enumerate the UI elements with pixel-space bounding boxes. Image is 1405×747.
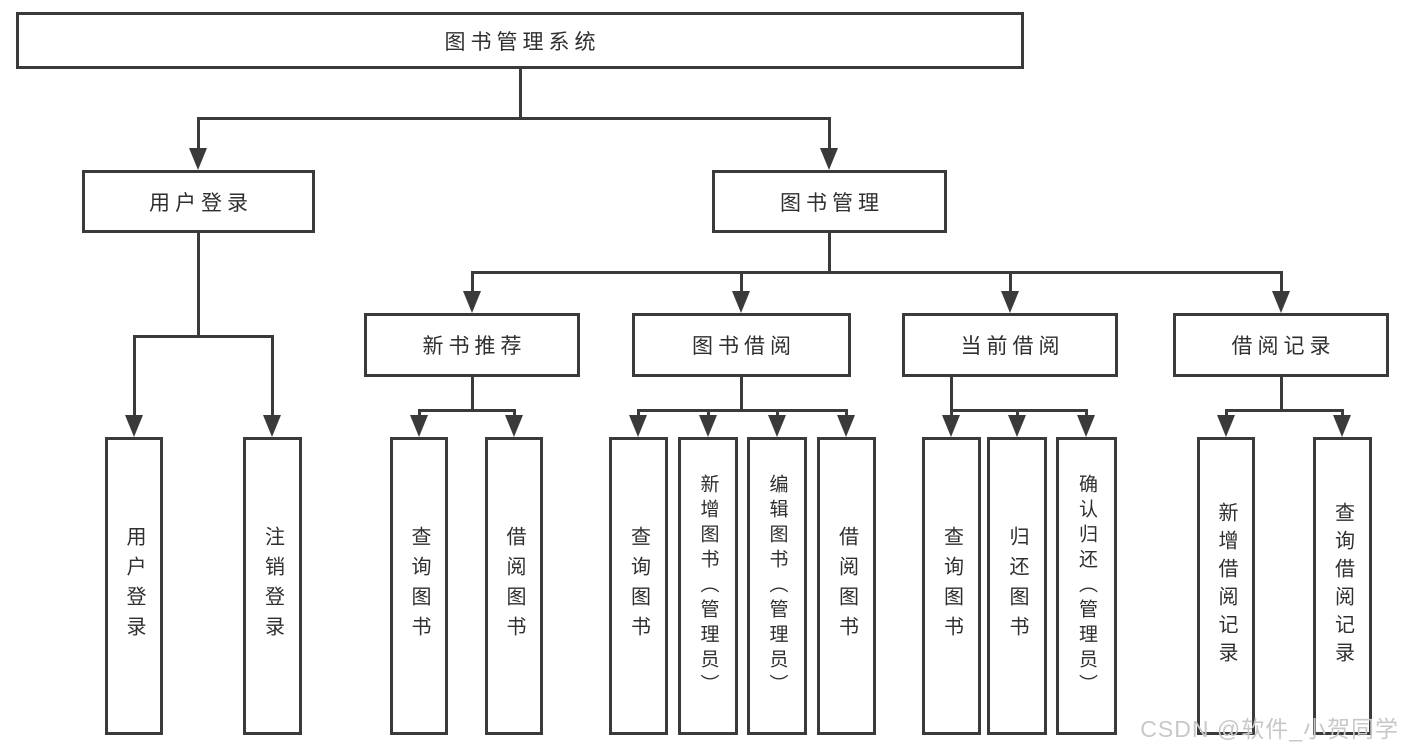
connector-line: [828, 117, 831, 150]
node-label: 查询图书: [627, 526, 650, 646]
leaf-query-borrow-record: 查询借阅记录: [1313, 437, 1372, 735]
leaf-borrow-books-recommend: 借阅图书: [485, 437, 543, 735]
csdn-watermark: CSDN @软件_小贺同学: [1140, 716, 1399, 742]
leaf-return-books: 归还图书: [987, 437, 1047, 735]
arrow-down-icon: [1001, 291, 1019, 313]
connector-line: [845, 409, 848, 419]
node-label: 查询图书: [408, 526, 430, 646]
arrow-down-icon: [1333, 415, 1351, 437]
leaf-user-login: 用户登录: [105, 437, 163, 735]
node-user-login-branch: 用户登录: [82, 170, 315, 233]
arrow-down-icon: [837, 415, 855, 437]
connector-line: [1225, 409, 1344, 412]
connector-line: [197, 117, 831, 120]
connector-line: [271, 335, 274, 417]
node-book-borrowing: 图书借阅: [632, 313, 851, 377]
node-label: 图书管理: [780, 191, 884, 215]
arrow-down-icon: [125, 415, 143, 437]
connector-line: [471, 271, 474, 293]
connector-line: [1280, 271, 1283, 293]
leaf-logout: 注销登录: [243, 437, 302, 735]
node-label: 借阅图书: [835, 526, 858, 646]
connector-line: [197, 233, 200, 335]
leaf-confirm-return-admin: 确认归还（管理员）: [1056, 437, 1117, 735]
connector-line: [828, 233, 831, 271]
leaf-query-books-recommend: 查询图书: [390, 437, 448, 735]
arrow-down-icon: [1008, 415, 1026, 437]
node-label: 图书借阅: [692, 335, 796, 358]
connector-line: [418, 409, 516, 412]
connector-line: [133, 335, 136, 417]
leaf-query-books-current: 查询图书: [922, 437, 981, 735]
connector-line: [950, 409, 953, 419]
connector-line: [197, 117, 200, 150]
node-book-management: 图书管理: [712, 170, 947, 233]
leaf-query-books-borrowing: 查询图书: [609, 437, 668, 735]
connector-line: [740, 377, 743, 409]
connector-line: [133, 335, 274, 338]
arrow-down-icon: [699, 415, 717, 437]
connector-line: [637, 409, 848, 412]
node-label: 借阅图书: [503, 526, 525, 646]
arrow-down-icon: [263, 415, 281, 437]
connector-line: [776, 409, 779, 419]
arrow-down-icon: [463, 291, 481, 313]
connector-line: [471, 271, 1283, 274]
node-label: 图书管理系统: [444, 30, 601, 54]
connector-line: [1341, 409, 1344, 419]
connector-line: [471, 377, 474, 409]
connector-line: [740, 271, 743, 293]
connector-line: [418, 409, 421, 419]
node-label: 确认归还（管理员）: [1076, 473, 1097, 699]
connector-line: [637, 409, 640, 419]
node-label: 新增借阅记录: [1215, 502, 1237, 670]
node-label: 用户登录: [123, 526, 145, 646]
node-root-library-system: 图书管理系统: [16, 12, 1024, 69]
node-label: 当前借阅: [960, 335, 1065, 358]
connector-line: [950, 409, 1088, 412]
connector-line: [950, 377, 953, 409]
leaf-add-books-admin: 新增图书（管理员）: [678, 437, 738, 735]
connector-line: [707, 409, 710, 419]
node-label: 查询图书: [940, 526, 963, 646]
node-label: 用户登录: [149, 191, 253, 215]
arrow-down-icon: [1217, 415, 1235, 437]
arrow-down-icon: [942, 415, 960, 437]
arrow-down-icon: [505, 415, 523, 437]
node-borrowing-records: 借阅记录: [1173, 313, 1389, 377]
arrow-down-icon: [1077, 415, 1095, 437]
connector-line: [1009, 271, 1012, 293]
leaf-edit-books-admin: 编辑图书（管理员）: [747, 437, 807, 735]
node-label: 借阅记录: [1231, 335, 1336, 358]
node-label: 新书推荐: [422, 335, 527, 358]
arrow-down-icon: [629, 415, 647, 437]
node-label: 新增图书（管理员）: [697, 473, 719, 699]
arrow-down-icon: [732, 291, 750, 313]
arrow-down-icon: [410, 415, 428, 437]
node-current-borrowing: 当前借阅: [902, 313, 1118, 377]
connector-line: [1016, 409, 1019, 419]
connector-line: [519, 69, 522, 117]
leaf-borrow-books-borrowing: 借阅图书: [817, 437, 876, 735]
node-label: 归还图书: [1006, 526, 1028, 646]
connector-line: [1225, 409, 1228, 419]
node-label: 查询借阅记录: [1331, 502, 1354, 670]
arrow-down-icon: [768, 415, 786, 437]
connector-line: [1280, 377, 1283, 409]
node-label: 编辑图书（管理员）: [766, 473, 788, 699]
node-label: 注销登录: [261, 526, 284, 646]
arrow-down-icon: [1272, 291, 1290, 313]
arrow-down-icon: [820, 148, 838, 170]
node-new-book-recommend: 新书推荐: [364, 313, 580, 377]
connector-line: [513, 409, 516, 419]
connector-line: [1085, 409, 1088, 419]
arrow-down-icon: [189, 148, 207, 170]
leaf-add-borrow-record: 新增借阅记录: [1197, 437, 1255, 735]
